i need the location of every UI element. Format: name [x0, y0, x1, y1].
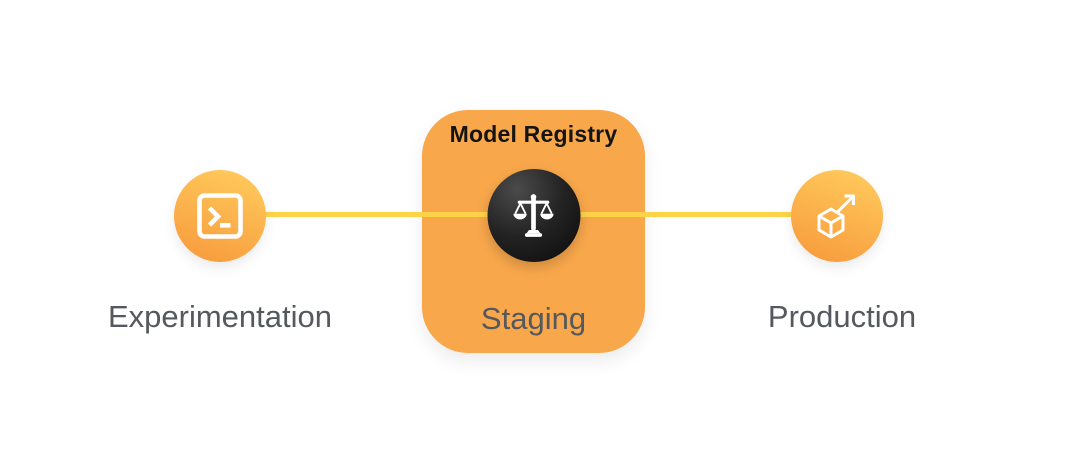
production-label: Production: [767, 299, 917, 334]
experimentation-label: Experimentation: [107, 299, 333, 334]
production-node: [791, 170, 883, 262]
terminal-prompt-icon: [197, 193, 243, 239]
registry-stage-node: [487, 169, 580, 262]
experimentation-node: [174, 170, 266, 262]
model-registry-title: Model Registry: [449, 121, 618, 147]
cube-arrow-icon: [817, 194, 855, 239]
stage-label: Staging: [480, 301, 587, 336]
model-registry-card: Model Registry Staging: [422, 110, 645, 353]
scales-icon: [513, 194, 554, 237]
